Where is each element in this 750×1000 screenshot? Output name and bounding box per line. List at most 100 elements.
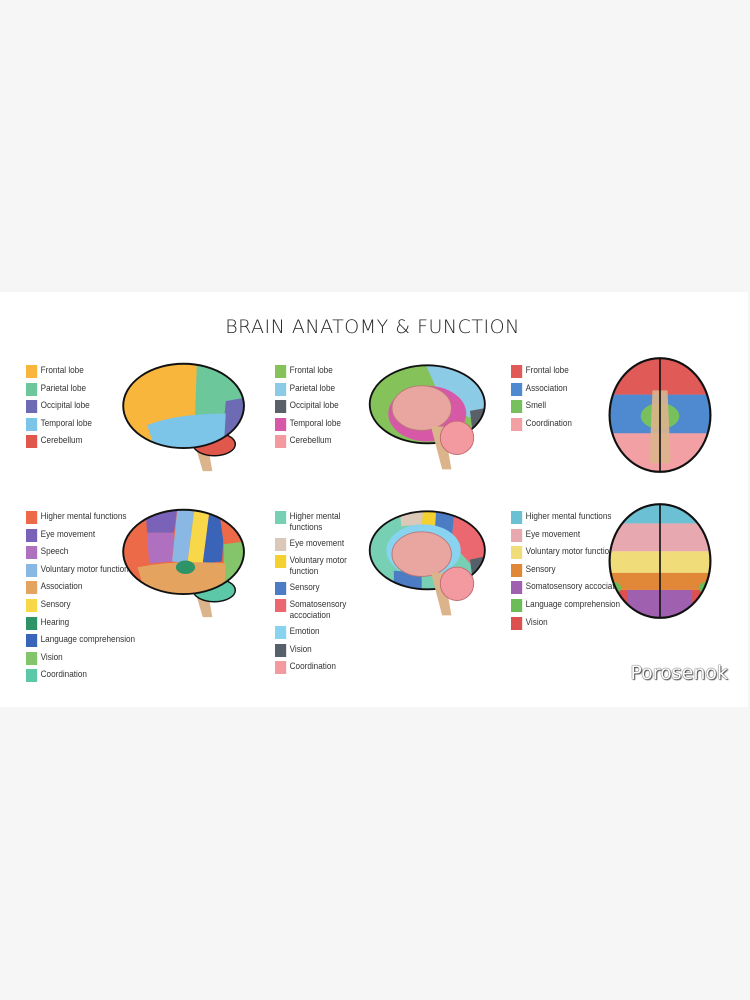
brain-region bbox=[147, 532, 174, 564]
brain-region bbox=[431, 426, 452, 470]
color-swatch bbox=[511, 400, 523, 414]
brain-region bbox=[439, 566, 475, 601]
color-swatch bbox=[26, 581, 38, 595]
color-swatch bbox=[275, 599, 287, 613]
legend-item: Emotion bbox=[275, 625, 372, 639]
legend-label: Occipital lobe bbox=[289, 400, 339, 412]
legend-label: Occipital lobe bbox=[40, 400, 90, 412]
watermark: Porosenok bbox=[630, 662, 728, 684]
legend-item: Sensory bbox=[26, 598, 135, 612]
legend-label: Voluntary motor function bbox=[40, 563, 129, 575]
color-swatch bbox=[26, 563, 38, 577]
legend-label: Coordination bbox=[40, 669, 87, 681]
legend-item: Frontal lobe bbox=[26, 365, 92, 378]
legend-label: Cerebellum bbox=[40, 435, 83, 447]
legend-label: Somatosensory accociation bbox=[289, 599, 347, 621]
color-swatch bbox=[26, 598, 38, 612]
legend-label: Smell bbox=[525, 400, 547, 412]
color-swatch bbox=[26, 546, 38, 560]
legend-label: Temporal lobe bbox=[289, 417, 341, 429]
legend-item: Somatosensory accociation bbox=[511, 581, 626, 595]
legend-item: Occipital lobe bbox=[275, 400, 341, 414]
color-swatch bbox=[511, 598, 523, 612]
color-swatch bbox=[26, 435, 38, 449]
color-swatch bbox=[26, 616, 38, 630]
legend-item: Voluntary motor function bbox=[511, 546, 626, 560]
legend-label: Parietal lobe bbox=[289, 382, 336, 394]
color-swatch bbox=[511, 511, 523, 524]
legend-item: Sensory bbox=[275, 581, 372, 595]
brain-region bbox=[421, 511, 437, 527]
legend-label: Eye movement bbox=[525, 528, 581, 540]
legend-label: Frontal lobe bbox=[525, 365, 569, 376]
legend-label: Language comprehension bbox=[525, 598, 621, 610]
color-swatch bbox=[511, 528, 523, 542]
color-swatch bbox=[511, 417, 523, 431]
legend-item: Voluntary motor function bbox=[26, 563, 135, 577]
color-swatch bbox=[275, 382, 287, 396]
legend-item: Coordination bbox=[275, 661, 372, 675]
legend-item: Cerebellum bbox=[275, 435, 341, 449]
legend-label: Voluntary motor function bbox=[525, 546, 614, 558]
legend-item: Eye movement bbox=[275, 537, 372, 551]
legend-label: Parietal lobe bbox=[40, 382, 87, 394]
legend-item: Eye movement bbox=[26, 528, 135, 542]
brain-side-lobes bbox=[122, 362, 245, 472]
color-swatch bbox=[511, 616, 523, 630]
color-swatch bbox=[26, 634, 38, 648]
legend-label: Higher mental functions bbox=[525, 511, 612, 522]
legend-label: Sensory bbox=[289, 581, 320, 593]
legend-item: Vision bbox=[275, 643, 372, 657]
legend-item: Cerebellum bbox=[26, 435, 92, 449]
legend-item: Somatosensory accociation bbox=[275, 599, 372, 621]
color-swatch bbox=[26, 528, 38, 542]
legend-item: Frontal lobe bbox=[275, 365, 341, 378]
brain-top-lobes bbox=[608, 357, 712, 473]
color-swatch bbox=[511, 382, 523, 396]
legend-item: Higher mental functions bbox=[26, 511, 135, 524]
legend-label: Sensory bbox=[525, 563, 556, 575]
brain-medial-functions bbox=[368, 510, 486, 616]
brain-region bbox=[172, 509, 196, 564]
legend-item: Higher mental functions bbox=[511, 511, 626, 524]
legend-label: Sensory bbox=[40, 598, 71, 610]
legend-label: Higher mental functions bbox=[40, 511, 127, 522]
legend-label: Coordination bbox=[525, 417, 572, 429]
legend-item: Association bbox=[26, 581, 135, 595]
color-swatch bbox=[275, 537, 287, 551]
legend-item: Vision bbox=[511, 616, 626, 630]
legend-item: Voluntary motor function bbox=[275, 555, 372, 577]
legend-label: Frontal lobe bbox=[289, 365, 333, 376]
color-swatch bbox=[275, 661, 287, 675]
brain-region bbox=[439, 420, 475, 455]
color-swatch bbox=[275, 581, 287, 595]
color-swatch bbox=[26, 417, 38, 431]
legend-item: Temporal lobe bbox=[26, 417, 92, 431]
legend-label: Coordination bbox=[289, 661, 336, 673]
color-swatch bbox=[275, 625, 287, 639]
legend-item: Parietal lobe bbox=[26, 382, 92, 396]
color-swatch bbox=[26, 400, 38, 414]
legend-item: Frontal lobe bbox=[511, 365, 572, 378]
color-swatch bbox=[26, 511, 38, 524]
legend-label: Speech bbox=[40, 546, 69, 558]
brain-region bbox=[391, 385, 452, 431]
legend-label: Emotion bbox=[289, 625, 320, 637]
brain-region bbox=[391, 531, 452, 577]
legend-item: Eye movement bbox=[511, 528, 626, 542]
brain-medial-lobes bbox=[368, 364, 486, 470]
color-swatch bbox=[26, 382, 38, 396]
color-swatch bbox=[26, 651, 38, 665]
legend-item: Language comprehension bbox=[511, 598, 626, 612]
legend-label: Temporal lobe bbox=[40, 417, 92, 429]
legend-label: Vision bbox=[289, 643, 312, 655]
legend-label: Vision bbox=[40, 651, 63, 663]
color-swatch bbox=[275, 365, 287, 378]
legend-label: Language comprehension bbox=[40, 634, 136, 646]
legend-item: Occipital lobe bbox=[26, 400, 92, 414]
